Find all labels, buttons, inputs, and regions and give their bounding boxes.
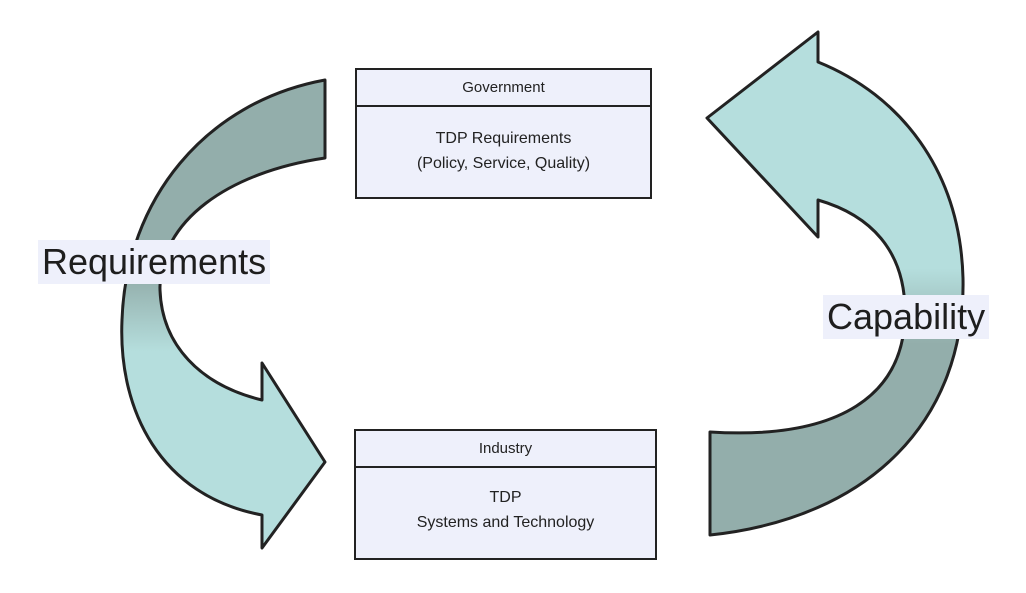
capability-arrow [705,30,965,537]
government-body: TDP Requirements (Policy, Service, Quali… [357,107,650,176]
industry-body-line: Systems and Technology [416,514,595,531]
industry-body: TDP Systems and Technology [356,468,655,535]
requirements-arrow [120,78,327,550]
requirements-label: Requirements [38,240,271,284]
government-body-line: (Policy, Service, Quality) [416,155,591,172]
industry-box: Industry TDP Systems and Technology [354,429,657,560]
government-body-line: TDP Requirements [435,130,572,147]
government-header: Government [357,70,650,107]
government-box: Government TDP Requirements (Policy, Ser… [355,68,652,199]
industry-header: Industry [356,431,655,468]
capability-label: Capability [823,295,990,339]
industry-body-line: TDP [489,489,522,506]
